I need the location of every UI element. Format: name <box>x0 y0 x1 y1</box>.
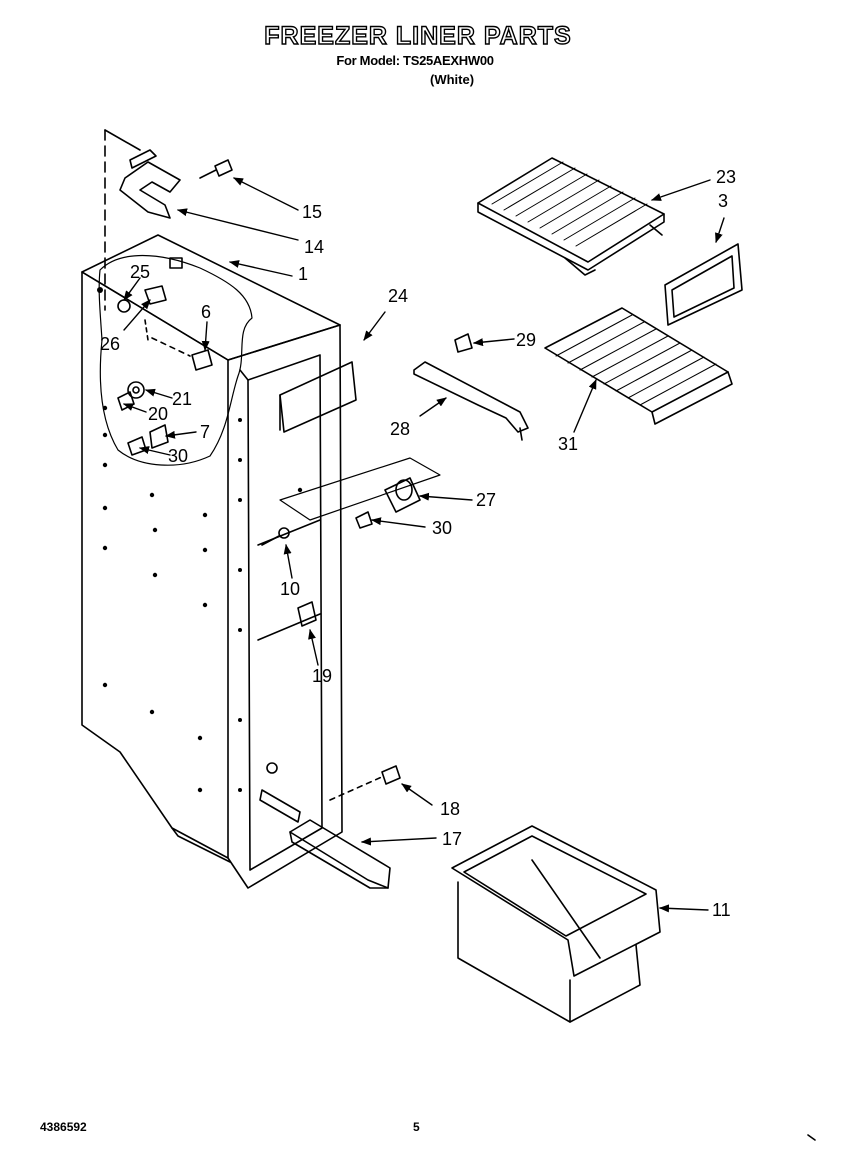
part-15-screw <box>199 159 233 179</box>
part-23-shelf <box>477 157 665 276</box>
part-11-bin <box>451 825 661 1023</box>
part-14-bracket <box>119 149 181 219</box>
callout-19: 19 <box>312 666 332 686</box>
part-31-wire-shelf <box>544 307 733 425</box>
callout-25: 25 <box>130 262 150 282</box>
document-number: 4386592 <box>40 1120 87 1134</box>
leader-lines <box>123 177 725 913</box>
callout-10: 10 <box>280 579 300 599</box>
model-line: For Model: TS25AEXHW00 <box>336 53 494 68</box>
color-note: (White) <box>430 72 475 87</box>
callout-1: 1 <box>298 264 308 284</box>
liner-holes <box>97 287 303 793</box>
part-29-screw <box>454 333 473 353</box>
callout-21: 21 <box>172 389 192 409</box>
callout-3: 3 <box>718 191 728 211</box>
corner-mark <box>807 1134 816 1141</box>
callout-28: 28 <box>390 419 410 439</box>
callout-31: 31 <box>558 434 578 454</box>
callout-23: 23 <box>716 167 736 187</box>
page-number: 5 <box>413 1120 420 1134</box>
callout-14: 14 <box>304 237 324 257</box>
part-27-housing <box>384 477 421 513</box>
internal-parts <box>117 285 213 456</box>
callout-6: 6 <box>201 302 211 322</box>
callout-18: 18 <box>440 799 460 819</box>
callout-24: 24 <box>388 286 408 306</box>
callout-11: 11 <box>712 900 731 920</box>
part-18-screw <box>329 765 401 801</box>
part-24-deflector <box>279 361 357 433</box>
part-17-trim <box>289 819 391 889</box>
callout-labels: 15 14 1 25 26 6 21 20 7 30 24 23 3 29 28… <box>100 167 736 920</box>
part-3-panel <box>664 243 743 326</box>
part-10-plug <box>261 527 290 546</box>
callout-20: 20 <box>148 404 168 424</box>
callout-26: 26 <box>100 334 120 354</box>
page-title: FREEZER LINER PARTS <box>264 21 572 50</box>
callout-27: 27 <box>476 490 496 510</box>
part-19-switch <box>297 601 317 627</box>
callout-15: 15 <box>302 202 322 222</box>
callout-7: 7 <box>200 422 210 442</box>
part-30-screw-right <box>355 511 373 529</box>
part-28-bracket <box>413 361 529 441</box>
callout-29: 29 <box>516 330 536 350</box>
freezer-liner <box>81 129 441 889</box>
callout-17: 17 <box>442 829 462 849</box>
callout-30-right: 30 <box>432 518 452 538</box>
callout-30-left: 30 <box>168 446 188 466</box>
